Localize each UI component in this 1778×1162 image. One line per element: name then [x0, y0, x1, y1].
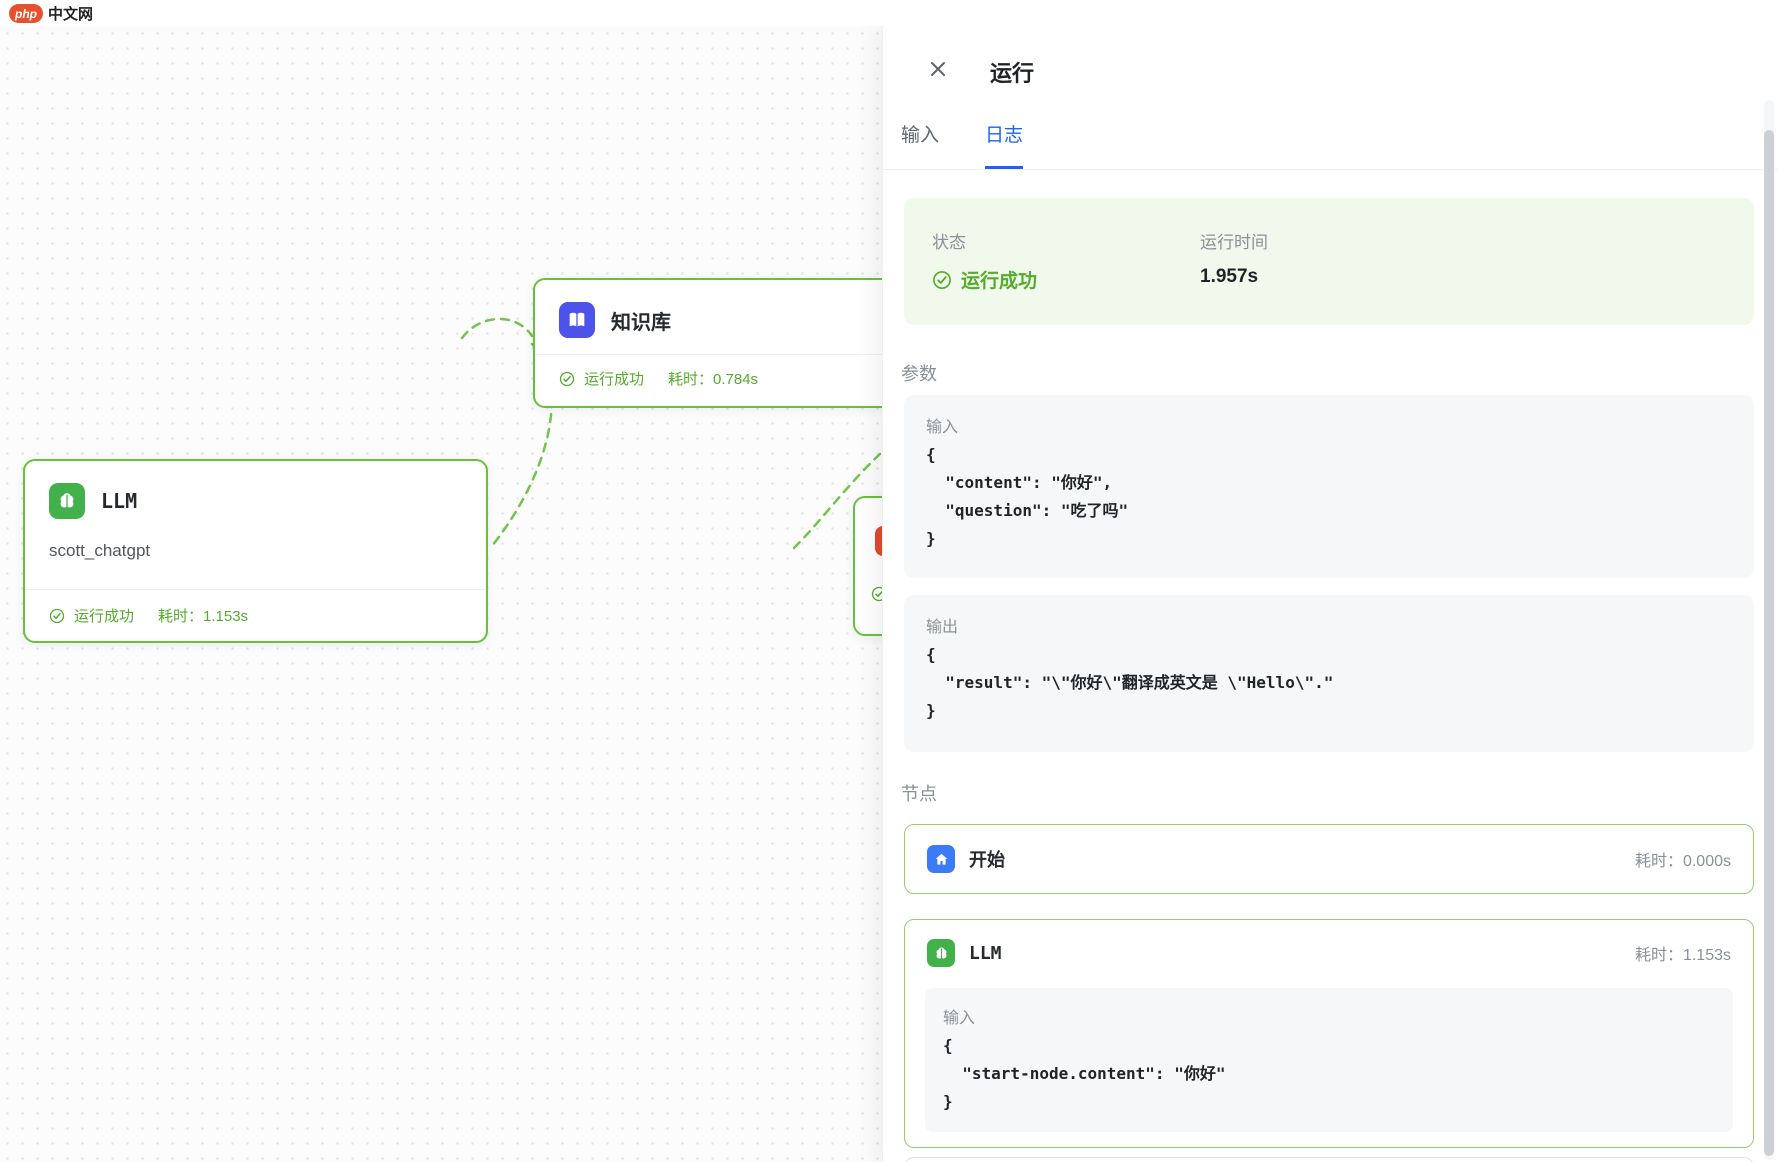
- knowledge-base-node[interactable]: 知识库 运行成功 耗时：0.784s: [533, 278, 893, 408]
- llm-node-subtitle: scott_chatgpt: [49, 541, 151, 560]
- llm-node-title: LLM: [101, 489, 138, 513]
- tab-input[interactable]: 输入: [901, 125, 940, 146]
- run-status-card: 状态 运行成功 运行时间 1.957s: [904, 198, 1754, 325]
- status-value: 运行成功: [932, 266, 1037, 293]
- llm-input-label: 输入: [943, 1010, 976, 1027]
- php-logo-text: 中文网: [48, 6, 94, 23]
- divider: [535, 354, 891, 355]
- check-circle-icon: [49, 608, 65, 623]
- llm-status-text: 运行成功: [74, 608, 135, 625]
- php-logo-badge: php: [9, 4, 43, 23]
- run-result-drawer: 运行 输入 日志 状态 运行成功 运行时间 1.957s 参数 输入 { "co…: [882, 26, 1778, 1162]
- drawer-title: 运行: [990, 61, 1035, 86]
- param-output-card: 输出 { "result": "\"你好\"翻译成英文是 \"Hello\"."…: [904, 595, 1754, 752]
- divider: [25, 589, 486, 590]
- node-result-start[interactable]: 开始 耗时：0.000s: [904, 824, 1754, 894]
- llm-node-header: LLM: [49, 483, 137, 519]
- close-button[interactable]: [923, 54, 953, 84]
- status-success-text: 运行成功: [961, 271, 1038, 292]
- top-bar: php 中文网: [0, 0, 1778, 26]
- nodes-section-label: 节点: [901, 784, 937, 804]
- param-input-card: 输入 { "content": "你好", "question": "吃了吗" …: [904, 395, 1754, 578]
- close-icon: [931, 62, 945, 76]
- knowledge-time-text: 耗时：0.784s: [668, 371, 759, 388]
- tab-bar: 输入 日志: [883, 112, 1778, 170]
- knowledge-node-header: 知识库: [559, 302, 671, 338]
- home-icon: [927, 845, 955, 873]
- knowledge-status-text: 运行成功: [584, 371, 645, 388]
- brain-icon: [49, 483, 85, 519]
- node-result-partial[interactable]: [904, 1157, 1754, 1162]
- param-input-label: 输入: [926, 419, 959, 436]
- param-output-label: 输出: [926, 619, 959, 636]
- tab-log[interactable]: 日志: [985, 112, 1024, 169]
- llm-result-time: 耗时：1.153s: [1634, 947, 1731, 964]
- llm-node[interactable]: LLM scott_chatgpt 运行成功 耗时：1.153s: [23, 459, 488, 643]
- param-input-code: { "content": "你好", "question": "吃了吗" }: [926, 445, 1129, 548]
- brain-icon: [927, 939, 955, 967]
- start-node-title: 开始: [969, 850, 1005, 870]
- check-circle-icon: [559, 371, 575, 386]
- status-label: 状态: [932, 233, 966, 252]
- runtime-value: 1.957s: [1200, 266, 1259, 287]
- phpcn-logo[interactable]: php 中文网: [9, 3, 93, 24]
- node-result-llm[interactable]: LLM 耗时：1.153s 输入 { "start-node.content":…: [904, 919, 1754, 1148]
- param-output-code: { "result": "\"你好\"翻译成英文是 \"Hello\"." }: [926, 645, 1334, 720]
- knowledge-node-title: 知识库: [611, 311, 671, 334]
- llm-input-code: { "start-node.content": "你好" }: [943, 1036, 1226, 1111]
- params-section-label: 参数: [901, 364, 937, 384]
- llm-node-status: 运行成功 耗时：1.153s: [49, 605, 248, 626]
- start-node-time: 耗时：0.000s: [1634, 853, 1731, 870]
- runtime-label: 运行时间: [1200, 233, 1268, 252]
- book-icon: [559, 302, 595, 338]
- llm-result-title: LLM: [969, 942, 1002, 964]
- scrollbar-thumb[interactable]: [1764, 130, 1774, 1156]
- llm-input-card: 输入 { "start-node.content": "你好" }: [925, 988, 1733, 1132]
- llm-time-text: 耗时：1.153s: [158, 608, 249, 625]
- knowledge-node-status: 运行成功 耗时：0.784s: [559, 368, 758, 389]
- check-circle-icon: [933, 270, 951, 289]
